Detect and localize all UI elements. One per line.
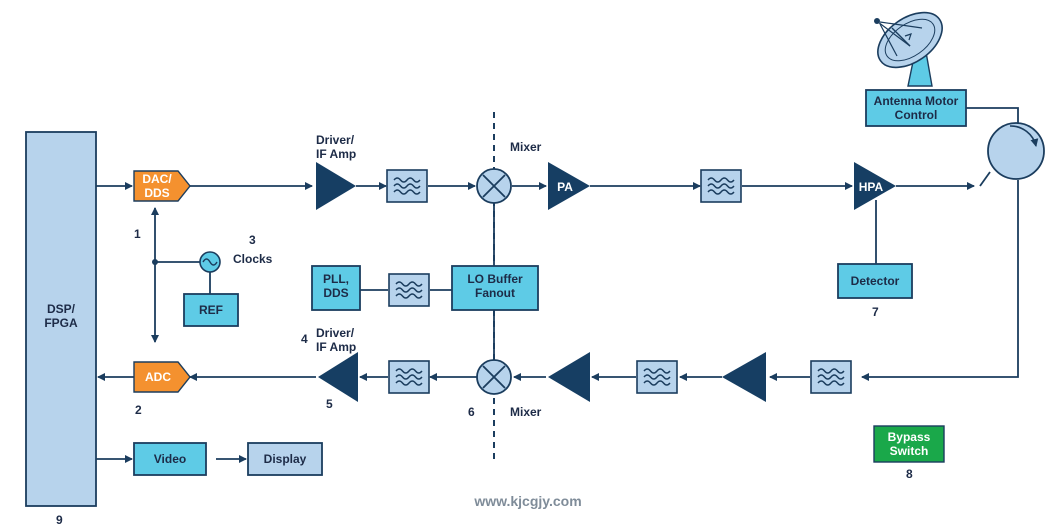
satellite-dish-icon — [874, 11, 943, 87]
dsp-fpga-block: DSP/FPGA — [25, 131, 97, 507]
tx-mixer-icon — [476, 168, 512, 204]
mixer-tx-label: Mixer — [510, 140, 542, 154]
driver-tx-label: Driver/IF Amp — [316, 133, 356, 161]
rx-driver-amp-icon — [318, 352, 358, 402]
num-7-label: 7 — [872, 305, 879, 319]
num-2-label: 2 — [135, 403, 142, 417]
num-8-label: 8 — [906, 467, 913, 481]
rx-lna-1-icon — [722, 352, 766, 402]
lo-clock-wires — [96, 204, 495, 463]
rotator-joint-icon — [987, 122, 1045, 180]
tx-filter-2-icon — [700, 169, 742, 203]
rx-wires — [97, 180, 1019, 381]
num-6-label: 6 — [468, 405, 475, 419]
adc-label: ADC — [145, 370, 171, 384]
ref-block: REF — [183, 293, 239, 327]
rx-filter-2-icon — [636, 360, 678, 394]
pa-label: PA — [557, 180, 573, 194]
num-5-label: 5 — [326, 397, 333, 411]
clock-oscillator-icon — [199, 251, 221, 273]
pll-dds-block: PLL,DDS — [311, 265, 361, 311]
dsp-fpga-label: DSP/FPGA — [44, 302, 78, 330]
filters — [386, 169, 852, 394]
rx-filter-3-icon — [388, 360, 430, 394]
tx-filter-1-icon — [386, 169, 428, 203]
pll-dds-label: PLL,DDS — [323, 272, 349, 300]
display-label: Display — [264, 452, 307, 466]
tx-driver-amp-icon — [316, 162, 356, 210]
rx-lna-2-icon — [548, 352, 590, 402]
hpa-label: HPA — [859, 180, 884, 194]
video-label: Video — [154, 452, 186, 466]
tx-wires — [96, 107, 1019, 264]
hpa-amp-icon: HPA — [854, 162, 896, 210]
pa-amp-icon: PA — [548, 162, 590, 210]
adc-block: ADC — [133, 361, 191, 393]
display-block: Display — [247, 442, 323, 476]
rx-mixer-icon — [476, 359, 512, 395]
ref-label: REF — [199, 303, 223, 317]
lo-filter-icon — [388, 273, 430, 307]
driver-rx-label: Driver/IF Amp — [316, 326, 356, 354]
video-block: Video — [133, 442, 207, 476]
rx-filter-1-icon — [810, 360, 852, 394]
num-9-label: 9 — [56, 513, 63, 526]
detector-block: Detector — [837, 263, 913, 299]
clock-junction-dot — [152, 259, 158, 265]
dac-dds-label: DAC/DDS — [142, 172, 172, 200]
mixer-rx-label: Mixer — [510, 405, 542, 419]
watermark-text: www.kjcgjy.com — [473, 493, 581, 509]
detector-label: Detector — [851, 274, 900, 288]
num-4-label: 4 — [301, 332, 308, 346]
num-3-label: 3 — [249, 233, 256, 247]
num-1-label: 1 — [134, 227, 141, 241]
dac-dds-block: DAC/DDS — [133, 170, 191, 202]
clocks-label: Clocks — [233, 252, 273, 266]
